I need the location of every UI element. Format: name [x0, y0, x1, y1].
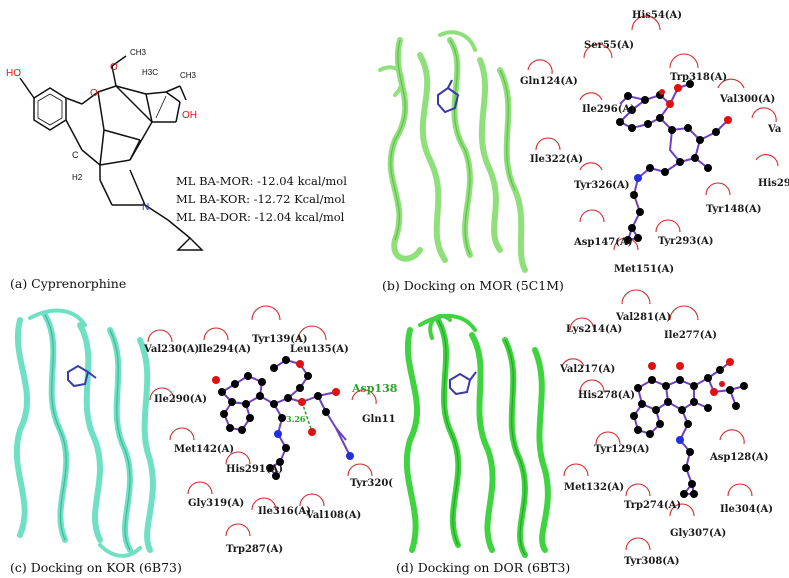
residue-label: Va	[768, 124, 782, 135]
binding-affinity-mor: ML BA-MOR: -12.04 kcal/mol	[176, 174, 347, 188]
residue-label: Ile322(A)	[530, 154, 583, 165]
caption-d: (d) Docking on DOR (6BT3)	[396, 560, 571, 575]
mor-ligand-graph	[616, 80, 732, 244]
residue-label: His291(A)	[226, 464, 283, 475]
residue-label: His54(A)	[632, 10, 683, 21]
atom-label: OH	[182, 110, 197, 121]
atom-label: H3C	[142, 68, 158, 77]
residue-label: Tyr293(A)	[658, 236, 714, 247]
residue-label: Met151(A)	[614, 264, 675, 275]
residue-label: Tyr148(A)	[706, 204, 762, 215]
residue-label: Tyr308(A)	[624, 556, 680, 567]
residue-label: Asp128(A)	[710, 452, 769, 463]
residue-label: Met132(A)	[564, 482, 625, 493]
residue-label: Val281(A)	[616, 312, 672, 323]
panel-d: (d) Docking on DOR (6BT3)	[390, 300, 590, 578]
kor-ligand-graph: 3.26	[212, 356, 354, 480]
panel-a: HO O O CH3 H3C CH3 OH C H2 N ML BA-MOR: …	[0, 0, 390, 291]
atom-label: CH3	[130, 48, 147, 57]
residue-label: Trp318(A)	[670, 72, 728, 83]
residue-label: Val108(A)	[306, 510, 362, 521]
residue-label: Gln124(A)	[520, 76, 578, 87]
residue-label: Trp287(A)	[226, 544, 284, 555]
residue-label: Ile294(A)	[198, 344, 251, 355]
residue-label: Gln11	[362, 414, 396, 425]
binding-affinity-kor: ML BA-KOR: -12.72 Kcal/mol	[176, 192, 346, 206]
residue-label: Ile304(A)	[720, 504, 773, 515]
caption-b: (b) Docking on MOR (5C1M)	[382, 278, 564, 293]
atom-label: O	[90, 88, 98, 99]
residue-label: Tyr326(A)	[574, 180, 630, 191]
cyprenorphine-structure: HO O O CH3 H3C CH3 OH C H2 N	[6, 48, 204, 251]
panel-b: (b) Docking on MOR (5C1M)	[378, 30, 564, 293]
kor-residue-arcs	[147, 305, 377, 537]
residue-label: Lys214(A)	[566, 324, 623, 335]
residue-label: Val230(A)	[144, 344, 200, 355]
residue-label: Asp147(A)	[574, 237, 633, 248]
binding-affinity-dor: ML BA-DOR: -12.04 kcal/mol	[176, 210, 345, 224]
residue-label: His278(A)	[578, 390, 635, 401]
residue-label: Ile277(A)	[664, 330, 717, 341]
atom-label: O	[110, 62, 118, 73]
dor-ribbon-image	[403, 313, 551, 558]
atom-label: HO	[6, 68, 21, 79]
residue-label: Gly307(A)	[670, 528, 727, 539]
residue-label: Leu135(A)	[290, 344, 349, 355]
mor-ribbon-image	[378, 30, 528, 273]
residue-label: Ser55(A)	[584, 40, 634, 51]
kor-interaction-diagram: 3.26 Tyr139(A) Val230(A) Ile294(A) Leu13…	[140, 300, 397, 570]
residue-label: Val300(A)	[720, 94, 776, 105]
residue-label: Met142(A)	[174, 444, 235, 455]
residue-label: Trp274(A)	[624, 500, 682, 511]
residue-label: Tyr129(A)	[594, 444, 650, 455]
residue-label: His29	[758, 178, 789, 189]
kor-ribbon-image	[13, 308, 156, 558]
atom-label: C	[72, 150, 79, 160]
mor-interaction-diagram: His54(A) Ser55(A) Gln124(A) Trp318(A) Il…	[520, 0, 789, 290]
dor-ligand-graph	[630, 358, 748, 498]
dor-interaction-diagram: Val281(A) Lys214(A) Ile277(A) Val217(A) …	[560, 289, 789, 578]
caption-c: (c) Docking on KOR (6B73)	[10, 560, 182, 575]
residue-label: Asp138	[352, 382, 398, 395]
residue-label: Val217(A)	[560, 364, 616, 375]
residue-label: Gly319(A)	[188, 498, 245, 509]
panel-c: (c) Docking on KOR (6B73)	[0, 300, 182, 578]
residue-label: Tyr320(	[350, 478, 394, 489]
atom-label: N	[142, 202, 149, 213]
dor-residue-arcs	[561, 289, 753, 551]
atom-label: H2	[72, 173, 83, 182]
residue-label: Tyr139(A)	[252, 334, 308, 345]
residue-label: Ile316(A)	[258, 506, 311, 517]
atom-label: CH3	[180, 71, 197, 80]
hbond-distance: 3.26	[286, 414, 306, 424]
residue-label: Ile296(A)	[582, 104, 635, 115]
caption-a: (a) Cyprenorphine	[10, 276, 127, 291]
residue-label: Ile290(A)	[154, 394, 207, 405]
